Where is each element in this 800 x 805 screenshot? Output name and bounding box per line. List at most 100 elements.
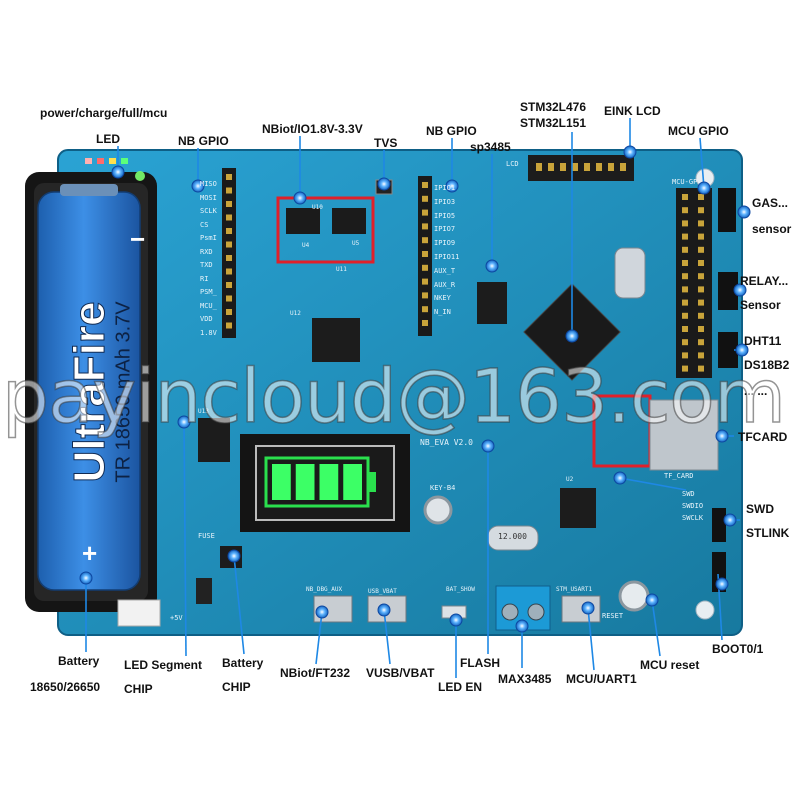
silk-chip-code: U10	[312, 204, 323, 211]
gas-sensor-connector	[718, 188, 736, 232]
silk-mcu-header: MCU-GP	[672, 178, 698, 186]
led-segment-chip-label: CHIP	[124, 682, 153, 696]
header-pin	[698, 365, 704, 372]
header-pin	[226, 295, 232, 302]
header-pin	[682, 326, 688, 332]
level-shifter-chip-2	[332, 208, 366, 234]
header-pin	[422, 195, 428, 202]
battery-cell-model: TR 18650 mAh 3.7V	[113, 212, 136, 572]
silk-pin-label: PSM_	[200, 288, 217, 296]
silk-board-name: NB_EVA V2.0	[420, 438, 473, 447]
silk-pin-label: CS	[200, 220, 209, 229]
stm32l151-label: STM32L151	[520, 116, 587, 130]
fuse-component	[196, 578, 212, 604]
header-pin	[682, 299, 688, 306]
eink-lcd-label: EINK LCD	[604, 104, 661, 118]
header-pins	[226, 174, 232, 329]
uart-chip	[560, 488, 596, 528]
callout-dot	[715, 429, 729, 443]
boot-label: BOOT0/1	[712, 642, 764, 656]
callout-dot	[377, 177, 391, 191]
relay-label: RELAY...	[740, 274, 789, 288]
dht11-label: DHT11	[744, 334, 782, 348]
header-pin	[422, 306, 428, 313]
led-en-label: LED EN	[438, 680, 483, 694]
header-pin	[698, 312, 704, 319]
callout-dot	[645, 593, 659, 607]
battery-minus-mark: −	[130, 224, 146, 254]
lcd-pin	[584, 163, 590, 171]
battery-label: Battery	[58, 654, 100, 668]
silk-swd-label: SWCLK	[682, 514, 704, 522]
silk-5v: +5V	[170, 614, 183, 622]
silk-pin-label: MCU_	[200, 301, 217, 310]
silk-tfcard-label: TF_CARD	[664, 472, 694, 480]
vusb-label: VUSB/VBAT	[366, 666, 435, 680]
header-pin	[698, 339, 704, 346]
header-pin	[698, 299, 704, 306]
silk-swd-label: SWDIO	[682, 502, 704, 510]
key-button	[423, 495, 453, 525]
header-pin	[422, 264, 428, 271]
silk-chip-code: U12	[290, 310, 301, 317]
battery-jst-connector	[117, 599, 161, 627]
max3485-label: MAX3485	[498, 672, 552, 686]
silk-key-label: KEY-B4	[430, 484, 456, 492]
nbiot-ft232-label: NBiot/FT232	[280, 666, 351, 680]
callout-dot	[613, 471, 627, 485]
silk-crystal: 12.000	[498, 532, 527, 541]
header-pin	[682, 233, 688, 240]
callout-dot	[715, 577, 729, 591]
dots-label: ... ...	[744, 384, 768, 398]
battery-chip-label: Battery	[222, 656, 264, 670]
lcd-pin	[596, 163, 602, 171]
status-leds	[85, 158, 145, 181]
stm32l476-label: STM32L476	[520, 100, 587, 114]
silk-pin-label: IPIO7	[434, 225, 456, 234]
lcd-pin	[620, 163, 626, 171]
battery-level-bar	[319, 464, 339, 500]
silk-usb-vbat: USB_VBAT	[368, 588, 397, 595]
flash-label: FLASH	[460, 656, 500, 670]
ds18b2-label: DS18B2	[744, 358, 790, 372]
silk-fuse-label: FUSE	[198, 532, 215, 540]
nbiot-io-label: NBiot/IO1.8V-3.3V	[262, 122, 363, 136]
header-pin	[698, 326, 704, 332]
header-pin	[226, 214, 232, 221]
header-pin	[698, 233, 704, 240]
battery-indicator-nub	[368, 472, 376, 492]
callout-line	[233, 555, 245, 655]
swd-label: SWD	[746, 502, 774, 516]
silk-pin-label: 1.8V	[200, 328, 217, 337]
header-pin	[698, 194, 704, 200]
header-pin	[682, 339, 688, 346]
stlink-label: STLINK	[746, 526, 790, 540]
header-pin	[682, 273, 688, 280]
silk-bat-show: BAT_SHOW	[446, 586, 475, 593]
header-pin	[698, 273, 704, 280]
tvs-label: TVS	[374, 136, 398, 150]
callout-dot	[377, 603, 391, 617]
callout-dot	[723, 513, 737, 527]
header-pin	[682, 194, 688, 200]
callout-dot	[485, 259, 499, 273]
header-pin	[226, 322, 232, 329]
sp3485-chip	[477, 282, 507, 324]
header-pin	[226, 174, 232, 180]
header-pin	[698, 220, 704, 227]
callout-dot	[565, 329, 579, 343]
callout-line	[315, 611, 323, 665]
silk-pin-label: IPIO1	[434, 184, 456, 192]
callout-line	[651, 599, 661, 657]
battery-model-text: TR 18650	[112, 389, 135, 483]
silk-pin-label: AUX_T	[434, 266, 456, 275]
gas-sensor-label: sensor	[752, 222, 792, 236]
header-pin	[698, 207, 704, 214]
callout-dot	[481, 439, 495, 453]
silk-chip-code: U11	[336, 266, 347, 273]
battery-level-bar	[343, 464, 362, 500]
header-pin	[422, 320, 428, 326]
callout-dot	[697, 181, 711, 195]
header-pin	[682, 207, 688, 214]
